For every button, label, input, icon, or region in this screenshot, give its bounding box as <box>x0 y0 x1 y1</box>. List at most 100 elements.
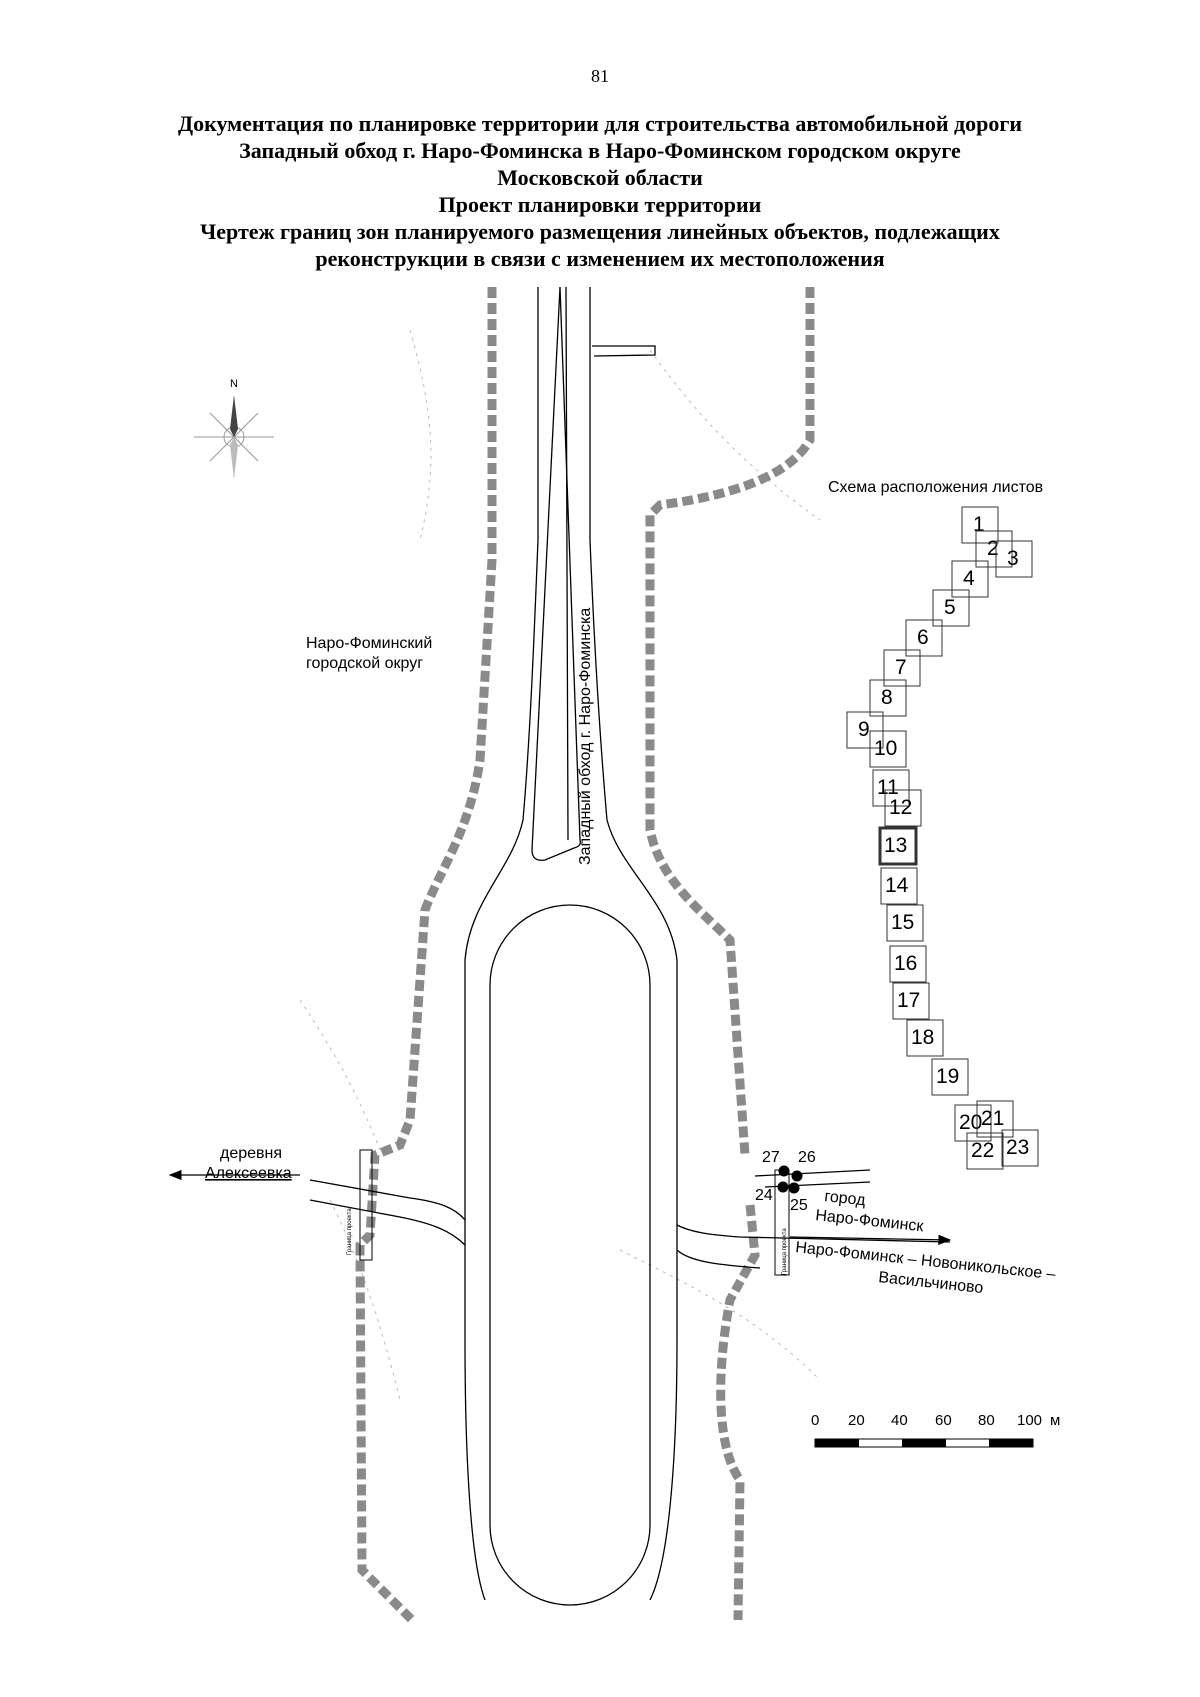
sheet-label: 4 <box>963 567 975 590</box>
sheet-label: 11 <box>877 776 899 799</box>
east-road-bottom <box>676 1249 761 1269</box>
side-road <box>592 345 656 357</box>
sheet-box <box>869 730 907 768</box>
north-label: N <box>230 378 238 390</box>
road-edge-outer-right <box>589 287 678 1601</box>
road-inner-line <box>565 286 569 841</box>
city-label: Наро-Фоминск <box>815 1207 926 1235</box>
title-line: Московской области <box>497 165 703 190</box>
point-marker <box>778 1165 790 1177</box>
scale-tick: 40 <box>891 1412 908 1429</box>
sheet-box <box>905 619 943 657</box>
title-line: Проект планировки территории <box>438 192 762 217</box>
sheet-box <box>883 649 921 687</box>
sheet-box <box>869 679 907 717</box>
road-name-label: Западный обход г. Наро-Фоминска <box>577 608 594 865</box>
sheet-label: 8 <box>881 686 893 709</box>
village-label: Алексеевка <box>205 1165 292 1182</box>
title-line: Чертеж границ зон планируемого размещени… <box>200 219 1000 244</box>
sheet-box <box>976 1100 1014 1138</box>
district-label: городской округ <box>306 655 423 672</box>
road-edges <box>464 286 678 1606</box>
sheet-label: 2 <box>987 537 999 560</box>
terrain-lines <box>299 329 821 1401</box>
sheet-label: 23 <box>1006 1136 1029 1159</box>
sheet-box <box>889 945 927 983</box>
sheet-label: 3 <box>1007 547 1019 570</box>
zone-boundary <box>355 287 815 1624</box>
sheet-label: 21 <box>981 1107 1004 1130</box>
district-label: Наро-Фоминский <box>306 635 432 652</box>
city-label: город <box>824 1188 867 1209</box>
sheet-box <box>906 1019 944 1057</box>
boundary-tag: Граница проекта <box>347 1208 353 1255</box>
sheet-box <box>880 867 918 905</box>
sheet-label: 19 <box>936 1065 959 1088</box>
sheet-label: 10 <box>874 737 897 760</box>
point-label: 26 <box>798 1149 816 1166</box>
sheet-box <box>975 530 1013 568</box>
point-marker <box>788 1182 800 1194</box>
sheet-label: 12 <box>889 796 912 819</box>
scale-unit: м <box>1050 1412 1060 1429</box>
sheet-box <box>954 1104 992 1142</box>
sheet-box <box>966 1132 1004 1170</box>
sheet-box <box>884 789 922 827</box>
sheet-label: 20 <box>959 1111 982 1134</box>
sheet-box <box>932 589 970 627</box>
ring-road <box>489 904 651 1606</box>
arrow-to-city <box>789 1234 952 1245</box>
sheet-box <box>931 1058 969 1096</box>
road-edge-outer-left <box>464 287 539 1601</box>
points: 27 26 24 25 <box>755 1149 816 1214</box>
sheet-box <box>1001 1129 1039 1167</box>
sheet-label: 22 <box>971 1139 994 1162</box>
sheet-label: 5 <box>944 596 956 619</box>
zone-boundary-right-lower <box>716 1204 760 1621</box>
sheet-box <box>892 982 930 1020</box>
page-number: 81 <box>591 66 609 86</box>
scale-tick: 0 <box>811 1412 819 1429</box>
village-label: деревня <box>220 1145 282 1162</box>
sheet-box <box>995 540 1033 578</box>
sheet-label: 6 <box>917 626 929 649</box>
sheet-label: 9 <box>858 718 870 741</box>
scale-tick: 100 <box>1017 1412 1042 1429</box>
sheet-box <box>951 560 989 598</box>
title-line: реконструкции в связи с изменением их ме… <box>315 246 885 271</box>
road-inner-triangle <box>531 286 582 861</box>
sheet-label: 18 <box>911 1026 934 1049</box>
sheet-box <box>872 769 910 807</box>
city-road-top <box>754 1169 871 1177</box>
title-line: Западный обход г. Наро-Фоминска в Наро-Ф… <box>239 138 961 163</box>
scale-tick: 60 <box>935 1412 952 1429</box>
sheet-label: 13 <box>884 834 907 857</box>
point-label: 27 <box>762 1149 780 1166</box>
project-boundary-strips <box>359 1149 790 1276</box>
sheet-label: 15 <box>891 911 914 934</box>
sheet-box <box>846 711 884 749</box>
sheet-box <box>878 826 918 866</box>
point-marker <box>791 1170 803 1182</box>
zone-boundary-left <box>355 287 497 1624</box>
point-label: 24 <box>755 1187 773 1204</box>
point-label: 25 <box>790 1197 808 1214</box>
document-title: Документация по планировке территории дл… <box>40 110 1160 272</box>
sheet-label: 17 <box>897 989 920 1012</box>
scale-tick: 20 <box>848 1412 865 1429</box>
point-marker <box>777 1181 789 1193</box>
scale-bar: 0 20 40 60 80 100 м <box>811 1412 1060 1448</box>
sheet-label: 1 <box>973 513 985 536</box>
sheet-label: 7 <box>895 656 907 679</box>
sheet-box <box>886 904 924 942</box>
sheet-layout-title: Схема расположения листов <box>828 479 1043 496</box>
scale-tick: 80 <box>978 1412 995 1429</box>
sheet-box <box>961 506 999 544</box>
west-road-bottom <box>309 1199 466 1246</box>
boundary-tag: Граница проекта <box>782 1228 788 1275</box>
west-road-top <box>309 1179 466 1221</box>
sheet-label: 16 <box>894 952 917 975</box>
east-road-top <box>676 1224 951 1243</box>
